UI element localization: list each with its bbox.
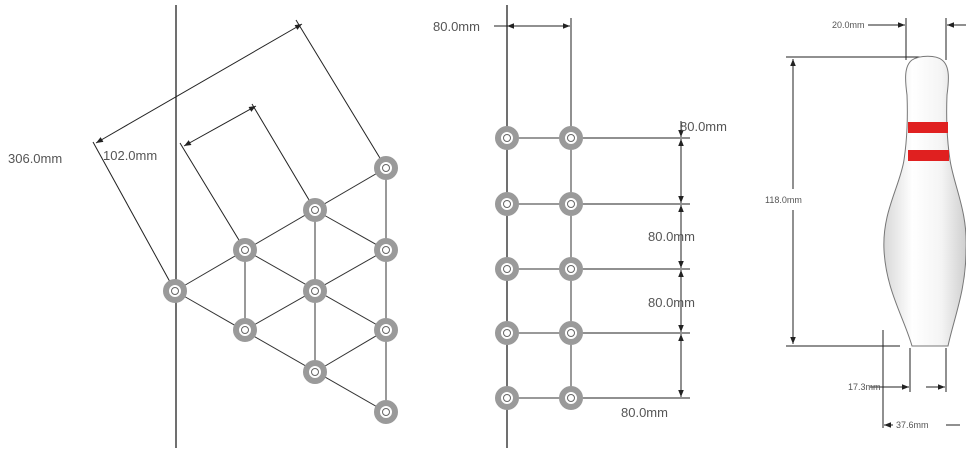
pin-marker <box>374 238 398 262</box>
pin-marker <box>495 386 519 410</box>
pin-marker <box>495 192 519 216</box>
grid-layout-diagram: 80.0mm 80.0mm 80.0mm 80.0mm <box>433 5 727 448</box>
dimension-label-row-1: 80.0mm <box>680 119 727 134</box>
dimension-label-neck: 20.0mm <box>832 20 865 30</box>
pin-marker <box>495 321 519 345</box>
pin-marker <box>233 238 257 262</box>
pin-marker <box>559 126 583 150</box>
dimension-label-102: 102.0mm <box>103 148 157 163</box>
dimension-label-belly: 37.6mm <box>896 420 929 430</box>
pin-marker <box>374 400 398 424</box>
bowling-pin-body <box>883 55 966 347</box>
dimension-base-width <box>870 330 947 428</box>
pin-marker <box>559 386 583 410</box>
dimension-label-row-4: 80.0mm <box>621 405 668 420</box>
dimension-label-row-3: 80.0mm <box>648 295 695 310</box>
dimension-column-spacing <box>494 18 572 138</box>
pin-marker <box>559 257 583 281</box>
dimension-label-base: 17.3mm <box>848 382 881 392</box>
pin-marker <box>303 279 327 303</box>
pin-marker <box>374 156 398 180</box>
dimension-label-height: 118.0mm <box>765 195 802 205</box>
pin-marker <box>303 198 327 222</box>
dimension-label-column: 80.0mm <box>433 19 480 34</box>
pin-stripe-top <box>908 122 948 133</box>
pin-marker <box>303 360 327 384</box>
dimension-306 <box>92 19 387 292</box>
pin-marker <box>374 318 398 342</box>
dimension-102 <box>179 103 316 251</box>
bowling-pin-diagram: 20.0mm 118.0mm 17.3mm 37.6mm <box>765 18 966 430</box>
pin-marker <box>495 257 519 281</box>
rack-network-lines <box>174 167 387 413</box>
pin-marker <box>163 279 187 303</box>
pin-marker <box>233 318 257 342</box>
grid-pins <box>495 126 583 410</box>
rack-pins <box>163 156 398 424</box>
dimension-neck-width <box>868 18 966 60</box>
dimension-label-306: 306.0mm <box>8 151 62 166</box>
row-extension-lines <box>571 137 690 399</box>
pin-marker <box>559 321 583 345</box>
pin-marker <box>495 126 519 150</box>
triangle-rack-diagram: 306.0mm 102.0mm <box>8 5 398 448</box>
pin-marker <box>559 192 583 216</box>
dimension-height <box>786 56 920 347</box>
dimension-label-row-2: 80.0mm <box>648 229 695 244</box>
pin-stripe-bottom <box>908 150 949 161</box>
